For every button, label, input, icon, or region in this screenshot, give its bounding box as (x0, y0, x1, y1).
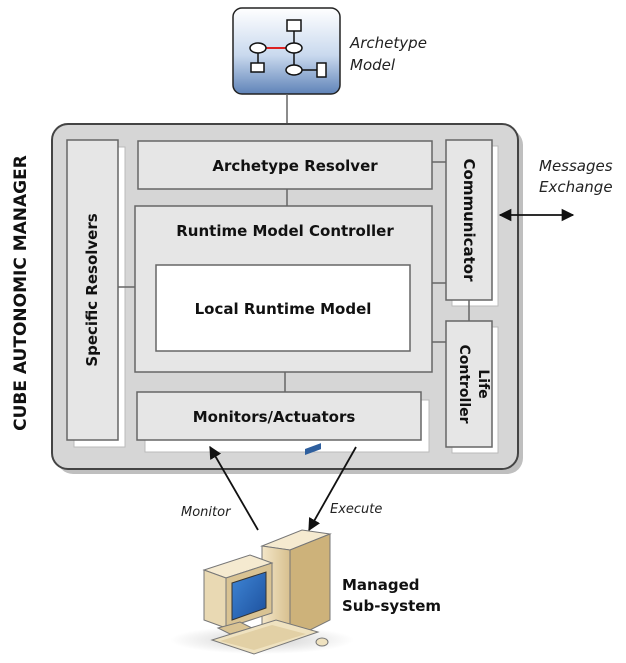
monitors-actuators-label: Monitors/Actuators (193, 408, 356, 426)
managed-subsystem-line2: Sub-system (342, 597, 441, 615)
life-controller-label-line1: Life (475, 369, 491, 398)
execute-label: Execute (330, 502, 382, 517)
local-runtime-model-box (155, 264, 411, 352)
archetype-resolver-label: Archetype Resolver (212, 157, 378, 175)
local-runtime-model-label: Local Runtime Model (195, 300, 372, 318)
monitors-actuators-box (136, 391, 430, 453)
monitor-label: Monitor (181, 505, 232, 520)
archetype-model-icon (232, 7, 341, 95)
runtime-model-controller-label: Runtime Model Controller (176, 222, 394, 240)
life-controller-box (445, 320, 499, 454)
monitor-arrow (209, 445, 259, 531)
communicator-box (445, 139, 499, 307)
internal-connectors (118, 161, 446, 343)
specific-resolvers-label: Specific Resolvers (83, 213, 101, 366)
execute-arrow (308, 446, 357, 532)
managed-subsystem-line1: Managed (342, 576, 420, 594)
specific-resolvers-box (66, 139, 126, 448)
communicator-label: Communicator (460, 159, 478, 283)
life-controller-label-line2: Controller (456, 344, 472, 423)
computer-icon (170, 443, 354, 655)
archetype-model-label-line1: Archetype (349, 34, 427, 52)
manager-label: CUBE AUTONOMIC MANAGER (11, 155, 31, 431)
messages-exchange-line2: Exchange (539, 178, 613, 196)
archetype-resolver-box (137, 140, 433, 190)
messages-exchange-line1: Messages (539, 157, 613, 175)
archetype-model-label-line2: Model (350, 56, 396, 74)
